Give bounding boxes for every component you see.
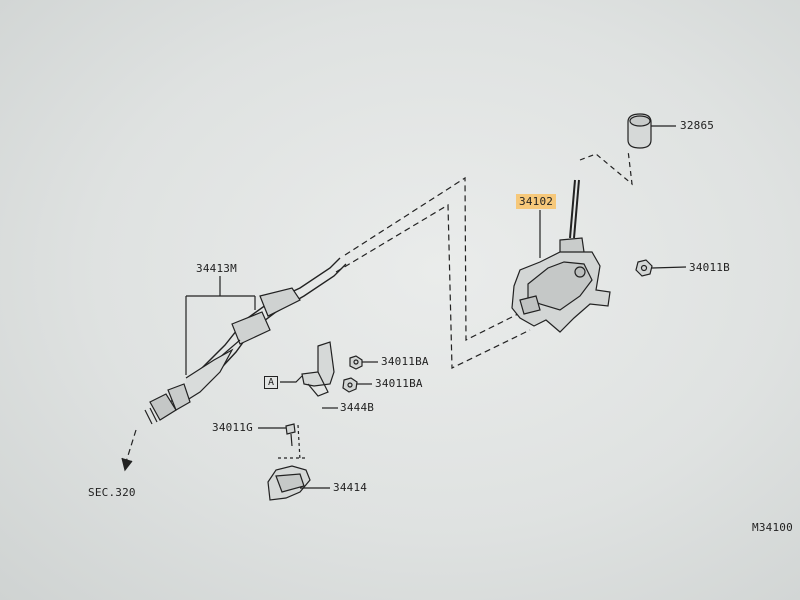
nut-34011b-drawing [635, 259, 653, 277]
label-34414: 34414 [333, 481, 368, 494]
dashed-guide-cable-lower [335, 203, 531, 369]
label-34413m: 34413M [196, 262, 237, 275]
sec-arrow-drawing [121, 429, 137, 472]
shift-knob-drawing [627, 113, 652, 149]
dashed-guide-bracket [278, 424, 306, 461]
control-device-drawing [511, 179, 611, 333]
dashed-guide-cable-upper [344, 176, 531, 341]
label-32865: 32865 [680, 119, 715, 132]
label-34102: 34102 [516, 194, 557, 209]
leader-a [280, 375, 303, 383]
label-ref-a: A [264, 376, 279, 389]
label-34011ba-lower: 34011BA [375, 377, 423, 390]
leader-34413m [185, 276, 256, 375]
dashed-guide-knob [579, 149, 633, 186]
bolt-34011g-drawing [285, 423, 296, 447]
label-diagram-code: M34100 [752, 521, 793, 534]
label-34011g: 34011G [212, 421, 253, 434]
bracket-3444b-drawing [301, 341, 335, 397]
label-34011b: 34011B [689, 261, 730, 274]
leader-34011b [651, 266, 687, 269]
cable-assy-drawing [144, 257, 347, 425]
label-3444b: 3444B [340, 401, 375, 414]
nut-34011ba-upper-drawing [349, 355, 363, 370]
label-sec-320: SEC.320 [88, 486, 136, 499]
nut-34011ba-lower-drawing [342, 377, 358, 393]
cable-bracket-34414-drawing [267, 465, 311, 501]
label-34011ba-upper: 34011BA [381, 355, 429, 368]
